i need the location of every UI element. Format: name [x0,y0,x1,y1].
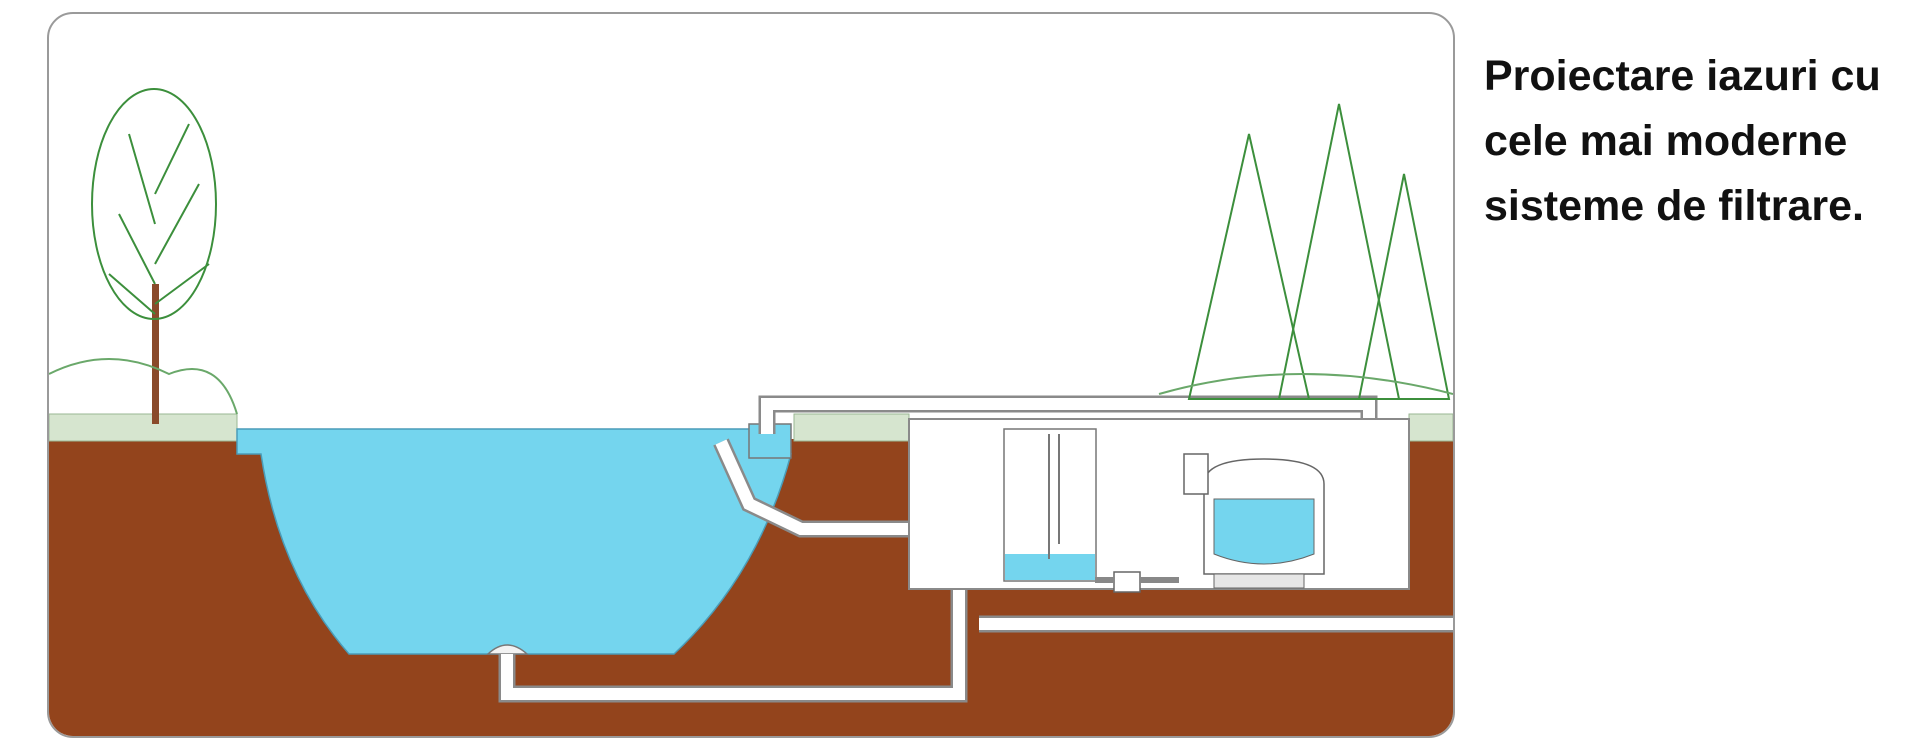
skimmer-pipe [713,438,959,538]
filter-valve [1183,453,1209,495]
gravel-strip-middle [793,413,910,442]
sand-filter [1203,458,1325,589]
pond-filtration-diagram [47,12,1455,738]
suction-pipe [498,544,968,703]
filter-house [908,418,1410,590]
headline-line-2: cele mai moderne [1484,117,1848,165]
conifer-trees [1158,103,1453,400]
gravel-strip-right [1408,413,1453,442]
deciduous-tree [49,88,238,424]
pond-water [236,428,792,655]
bottom-drain [486,644,529,655]
headline-line-1: Proiectare iazuri cu [1484,52,1881,100]
pump [1113,571,1141,593]
gravel-strip-left [49,413,238,442]
headline-line-3: sisteme de filtrare. [1484,182,1865,230]
headline: Proiectare iazuri cu cele mai moderne si… [1484,44,1914,239]
